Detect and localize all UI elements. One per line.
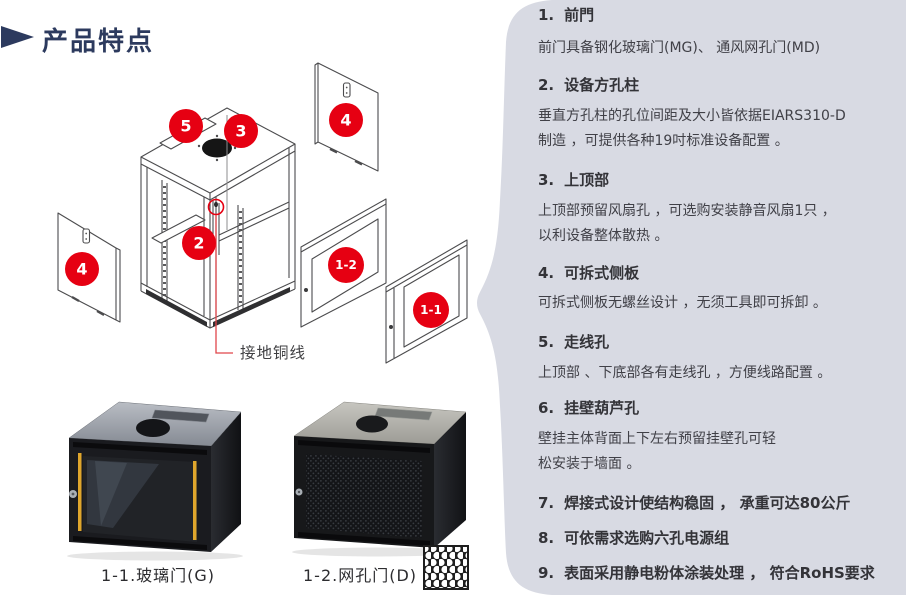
- badge-5: [169, 109, 203, 143]
- feature-4-body: 可拆式侧板无螺丝设计 ，无须工具即可拆卸 。: [538, 295, 827, 311]
- fan-hole: [136, 419, 170, 437]
- bottom-vent: [73, 536, 207, 550]
- svg-text:4: 4: [340, 111, 351, 130]
- cabinet-side: [211, 412, 241, 552]
- badge-3: [224, 114, 258, 148]
- svg-text:5: 5: [180, 117, 191, 136]
- callout-badges: 5 3 4 2 4 1-2 1-1: [65, 103, 449, 328]
- ground-wire-callout: 接地铜线: [207, 198, 306, 362]
- feature-1-heading: 1.前門: [538, 6, 595, 24]
- leader-line: [215, 215, 233, 354]
- caption-mesh-door: 1-2.网孔门(D): [302, 566, 418, 585]
- badge-2: [182, 226, 216, 260]
- yellow-strip-left: [78, 453, 82, 531]
- svg-text:1-2: 1-2: [335, 258, 357, 272]
- svg-text:1-1: 1-1: [420, 303, 442, 317]
- caption-glass-door: 1-1.玻璃门(G): [100, 566, 216, 585]
- product-photo-glass-door: [67, 401, 243, 561]
- exploded-diagram: 接地铜线 5 3 4 2 4 1-2 1-1: [57, 62, 468, 364]
- feature-7-heading: 7.焊接式设计使结构稳固 ， 承重可达80公斤: [538, 494, 851, 512]
- front-vent: [73, 442, 207, 455]
- badge-1-1: [413, 292, 449, 328]
- cabinet-frame: [140, 107, 296, 329]
- top-slot: [151, 409, 210, 423]
- feature-6-body: 壁挂主体背面上下左右预留挂壁孔可轻 松安装于墙面 。: [538, 431, 776, 472]
- panel-latch: [342, 82, 351, 98]
- title-arrow-icon: [1, 26, 34, 48]
- door-lock: [389, 325, 393, 329]
- feature-8-heading: 8.可依需求选购六孔电源组: [538, 529, 730, 547]
- yellow-strip-right: [193, 461, 197, 540]
- ground-point-circle: [207, 198, 225, 216]
- page-title: 产品特点: [42, 27, 155, 57]
- feature-3-heading: 3.上顶部: [538, 171, 610, 189]
- feature-3-body: 上顶部预留风扇孔 ，可选购安装静音风扇1只 ， 以利设备整体散热 。: [538, 203, 836, 244]
- top-slot: [374, 407, 433, 421]
- feature-4-heading: 4.可拆式侧板: [538, 264, 640, 282]
- bottom-vent: [298, 532, 430, 546]
- front-vent: [298, 440, 430, 453]
- curly-brace-panel-shape: [477, 0, 906, 595]
- badge-4-right: [329, 103, 363, 137]
- feature-2-body: 垂直方孔柱的孔位间距及大小皆依据EIARS310-D 制造 ，可提供各种19吋标…: [538, 108, 846, 149]
- mesh-pattern-swatch: [423, 545, 469, 590]
- badge-4-left: [65, 252, 99, 286]
- feature-1-body: 前门具备钢化玻璃门(MG)、 通风网孔门(MD): [538, 40, 821, 56]
- product-photo-mesh-door: [292, 401, 467, 557]
- feature-6-heading: 6.挂壁葫芦孔: [538, 399, 640, 417]
- svg-text:3: 3: [235, 122, 246, 141]
- fan-hole: [202, 138, 232, 158]
- panel-latch: [82, 228, 91, 244]
- feature-9-heading: 9.表面采用静电粉体涂装处理 ， 符合RoHS要求: [538, 564, 875, 582]
- bottom-vent-strip: [146, 289, 207, 327]
- feature-5-heading: 5.走线孔: [538, 333, 610, 351]
- fan-hole: [356, 415, 388, 433]
- feature-5-body: 上顶部 、下底部各有走线孔 ，方便线路配置 。: [538, 365, 832, 381]
- ground-wire-label: 接地铜线: [240, 344, 306, 362]
- svg-text:4: 4: [76, 260, 87, 279]
- cabinet-side: [434, 412, 466, 548]
- feature-2-heading: 2.设备方孔柱: [538, 76, 640, 94]
- badge-1-2: [328, 247, 364, 283]
- svg-text:2: 2: [193, 234, 204, 253]
- door-lock: [304, 288, 308, 292]
- bottom-vent-strip: [213, 287, 290, 327]
